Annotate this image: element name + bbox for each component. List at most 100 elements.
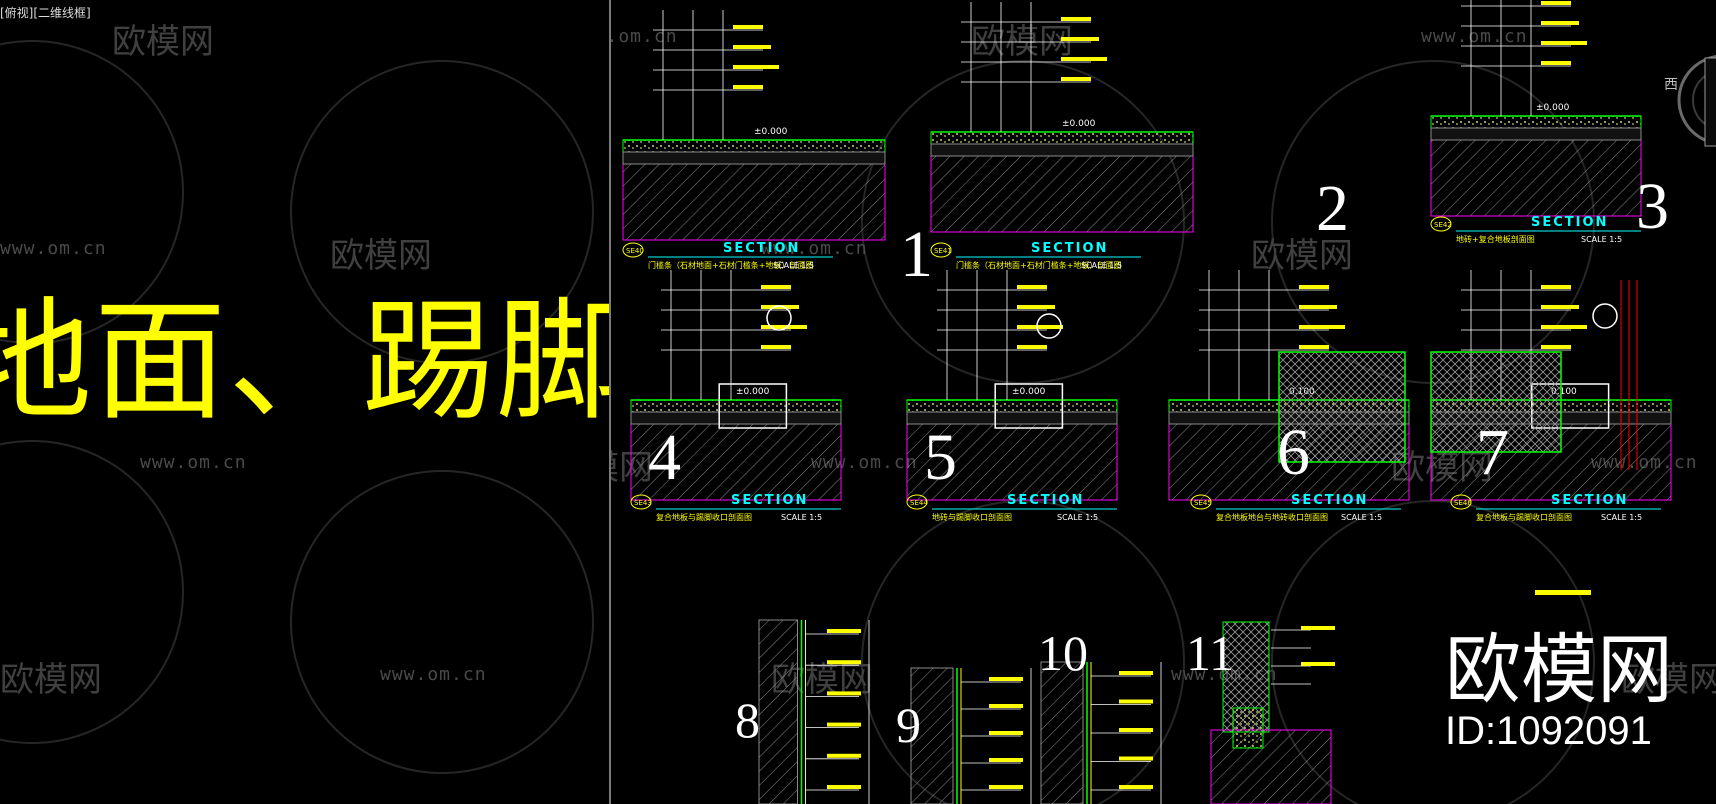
section-id: SE43 — [634, 499, 652, 507]
annotation-text-bar — [827, 660, 861, 665]
platform-box — [1430, 351, 1562, 453]
section-caption: 复合地板与踢脚收口剖面图 — [656, 512, 752, 522]
annotation-text-bar — [827, 691, 861, 696]
watermark-site: www.om.cn — [611, 26, 678, 47]
watermark-site: www.om.cn — [761, 238, 868, 259]
drawing-number: 4 — [648, 421, 681, 494]
viewport-label[interactable]: [俯视][二维线框] — [0, 6, 91, 20]
annotation-text-bar — [1541, 21, 1579, 25]
screed-layer — [622, 139, 886, 153]
mortar-layer — [622, 151, 886, 165]
drawing-title-text: 地面、踢脚 — [0, 285, 610, 439]
watermark-logo: 欧模网 — [0, 660, 102, 700]
concrete-slab — [930, 155, 1194, 233]
skirting-box — [994, 383, 1064, 429]
watermark-logo: 欧模网 — [330, 236, 432, 276]
skirting-box — [718, 383, 788, 429]
wall-hatch — [758, 619, 798, 804]
watermark-circle — [1271, 500, 1595, 804]
drawing-number: 11 — [1186, 625, 1235, 681]
section-caption: 门槛条（石材地面+石材门槛条+地板）剖面图 — [956, 260, 1121, 270]
section-id: SE41 — [934, 247, 952, 255]
drawing-number: 2 — [1316, 172, 1349, 245]
section-bubble — [1430, 216, 1452, 232]
annotation-text-bar — [989, 677, 1023, 681]
section-caption: 复合地板地台与地砖收口剖面图 — [1216, 512, 1328, 522]
watermark-logo: 欧模网 — [1621, 660, 1716, 700]
annotation-text-bar — [1299, 345, 1329, 349]
compass-letter[interactable]: 西 — [1664, 77, 1678, 93]
screed-layer — [1430, 115, 1642, 129]
concrete-slab — [906, 423, 1118, 501]
annotation-text-bar — [1541, 1, 1571, 5]
drawing-number: 3 — [1636, 170, 1669, 243]
section-title: SECTION — [1551, 493, 1628, 508]
watermark-site: www.om.cn — [140, 452, 247, 473]
annotation-text-bar — [827, 753, 861, 758]
watermark-site: www.om.cn — [0, 238, 107, 259]
annotation-text-bar — [1541, 305, 1579, 309]
drawing-number: 8 — [735, 692, 760, 748]
annotation-text-bar — [733, 85, 763, 89]
section-title: SECTION — [723, 241, 800, 256]
annotation-text-bar — [1541, 345, 1571, 349]
section-title: SECTION — [1031, 241, 1108, 256]
watermark-logo: 欧模网 — [1251, 236, 1353, 276]
section-scale: SCALE 1:5 — [1601, 513, 1642, 522]
section-scale: SCALE 1:5 — [1581, 235, 1622, 244]
annotation-text-bar — [1061, 77, 1091, 81]
drawing-number: 10 — [1038, 625, 1088, 681]
annotation-text-bar — [1301, 626, 1335, 630]
concrete-slab — [1430, 139, 1642, 217]
base-block — [1232, 707, 1264, 749]
annotation-text-bar — [733, 45, 771, 49]
annotation-text-bar — [1299, 325, 1345, 329]
viewcube-compass-icon[interactable] — [1665, 40, 1716, 160]
drawing-number: 9 — [896, 697, 921, 753]
section-bubble — [930, 242, 952, 258]
annotation-text-bar — [1541, 285, 1571, 289]
section-title: SECTION — [1007, 493, 1084, 508]
section-scale: SCALE 1:5 — [773, 261, 814, 270]
section-caption: 地砖+复合地板剖面图 — [1456, 234, 1535, 244]
section-title: SECTION — [1531, 215, 1608, 230]
section-title: SECTION — [1291, 493, 1368, 508]
watermark-circle — [861, 500, 1185, 804]
section-id: SE42 — [1434, 221, 1452, 229]
section-caption: 门槛条（石材地面+石材门槛条+地板）剖面图 — [648, 260, 813, 270]
annotation-text-bar — [761, 285, 791, 289]
level-mark: ±0.000 — [1012, 387, 1046, 397]
annotation-text-bar — [989, 731, 1023, 735]
annotation-text-bar — [1119, 728, 1153, 732]
annotation-text-bar — [827, 722, 861, 727]
section-bubble — [906, 494, 928, 510]
section-id: SE40 — [626, 247, 644, 255]
brand-id: ID:1092091 — [1445, 709, 1652, 753]
section-scale: SCALE 1:5 — [1081, 261, 1122, 270]
base-hatch — [1210, 729, 1332, 804]
brand-logo: 欧模网 — [1445, 625, 1673, 714]
annotation-text-bar — [827, 785, 861, 789]
watermark-circle — [290, 60, 594, 364]
right-viewport[interactable]: 欧模网 欧模网 欧模网 欧模网 欧模网 欧模网 www.om.cn www.om… — [611, 0, 1716, 804]
annotation-text-bar — [1299, 305, 1337, 309]
section-bubble — [630, 494, 652, 510]
pipe-circle — [1592, 303, 1618, 329]
section-caption: 地砖与踢脚收口剖面图 — [932, 512, 1012, 522]
concrete-slab — [622, 163, 886, 241]
annotation-text-bar — [1119, 699, 1153, 704]
annotation-text-bar — [1299, 285, 1329, 289]
left-viewport[interactable]: [俯视][二维线框] 欧模网 欧模网 欧模网 www.om.cn www.om.… — [0, 0, 610, 804]
mortar-layer — [906, 411, 1118, 425]
level-mark: ±0.000 — [754, 127, 788, 137]
annotation-text-bar — [1119, 671, 1153, 675]
viewport-divider[interactable] — [609, 0, 611, 804]
annotation-text-bar — [989, 758, 1023, 762]
annotation-text-bar — [1061, 37, 1099, 41]
annotation-text-bar — [1017, 345, 1047, 349]
annotation-text-bar — [761, 305, 799, 309]
level-mark: ±0.000 — [1536, 103, 1570, 113]
annotation-text-bar — [989, 785, 1023, 789]
wall-hatch — [910, 667, 954, 804]
